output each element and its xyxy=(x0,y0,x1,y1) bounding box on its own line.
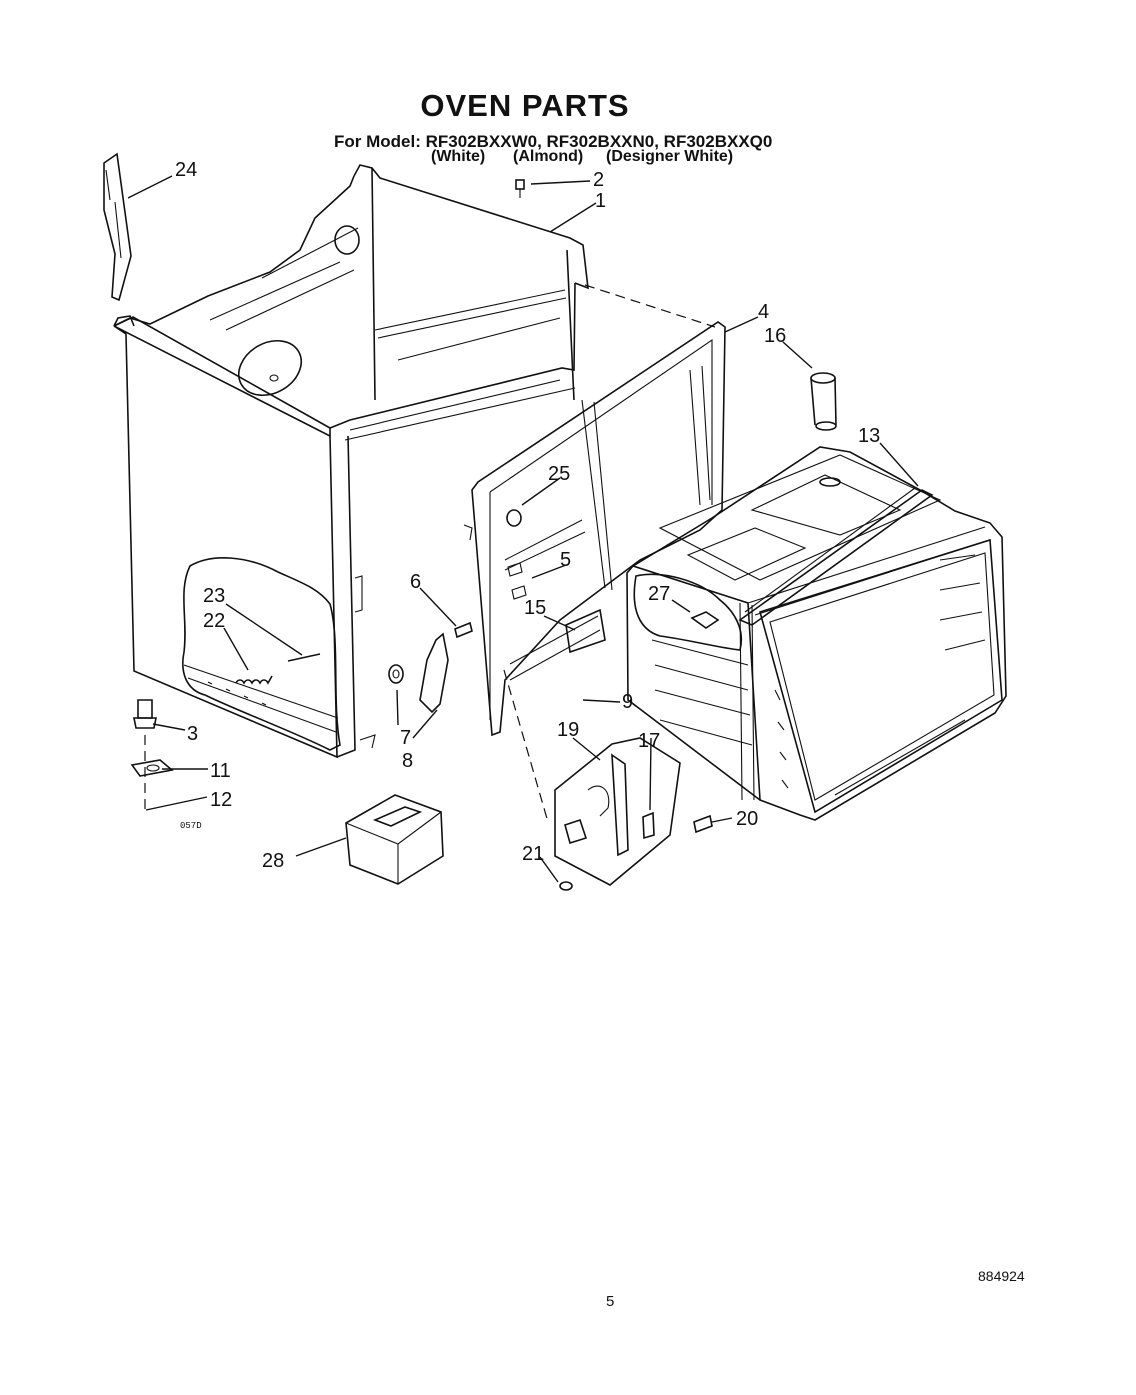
callout-5: 5 xyxy=(560,549,571,571)
part-3-11-12-leveler xyxy=(130,699,174,777)
part-1-oven-body xyxy=(113,164,589,759)
page-number: 5 xyxy=(606,1293,615,1310)
callout-2: 2 xyxy=(593,169,604,191)
model-numbers: For Model: RF302BXXW0, RF302BXXN0, RF302… xyxy=(334,132,773,151)
callout-numbers: 24 2 1 4 16 13 25 5 6 15 27 23 22 3 7 8 … xyxy=(175,159,880,872)
callout-7: 7 xyxy=(400,727,411,749)
callout-1: 1 xyxy=(595,190,606,212)
callout-27: 27 xyxy=(648,583,670,605)
callout-21: 21 xyxy=(522,843,544,865)
callout-22: 22 xyxy=(203,610,225,632)
part-5-15-brackets xyxy=(507,562,606,654)
assembly-line-top xyxy=(584,284,716,328)
callout-24: 24 xyxy=(175,159,197,181)
page-title: OVEN PARTS xyxy=(420,88,630,123)
part-24-strip xyxy=(103,152,132,302)
callout-15: 15 xyxy=(524,597,546,619)
variant-designer-white: (Designer White) xyxy=(606,148,734,165)
part-6-7-8-hardware xyxy=(388,621,473,714)
catalog-number: 884924 xyxy=(978,1268,1025,1284)
callout-28: 28 xyxy=(262,850,284,872)
part-19-bracket-group xyxy=(554,737,681,891)
callout-23: 23 xyxy=(203,585,225,607)
callout-19: 19 xyxy=(557,719,579,741)
part-4-front-frame xyxy=(463,321,726,737)
callout-25: 25 xyxy=(548,463,570,485)
callout-11: 11 xyxy=(210,760,231,782)
callout-6: 6 xyxy=(410,571,421,593)
callout-8: 8 xyxy=(402,750,413,772)
callout-17: 17 xyxy=(638,730,660,752)
callout-3: 3 xyxy=(187,723,198,745)
callout-16: 16 xyxy=(764,325,786,347)
callout-12: 12 xyxy=(210,789,232,811)
part-16-vent-tube xyxy=(810,372,837,431)
variant-almond: (Almond) xyxy=(513,148,584,165)
variant-white: (White) xyxy=(431,148,486,165)
part-2-screw xyxy=(515,179,525,198)
callout-4: 4 xyxy=(758,301,769,323)
part-9-oven-liner xyxy=(626,446,1007,821)
assembly-line-center xyxy=(503,669,549,823)
callout-leader-lines xyxy=(127,175,919,883)
part-28-box xyxy=(345,794,444,885)
callout-20: 20 xyxy=(736,808,758,830)
part-20-screw xyxy=(693,814,713,834)
callout-9: 9 xyxy=(622,691,633,713)
small-code-label: 057D xyxy=(180,821,202,831)
callout-13: 13 xyxy=(858,425,880,447)
